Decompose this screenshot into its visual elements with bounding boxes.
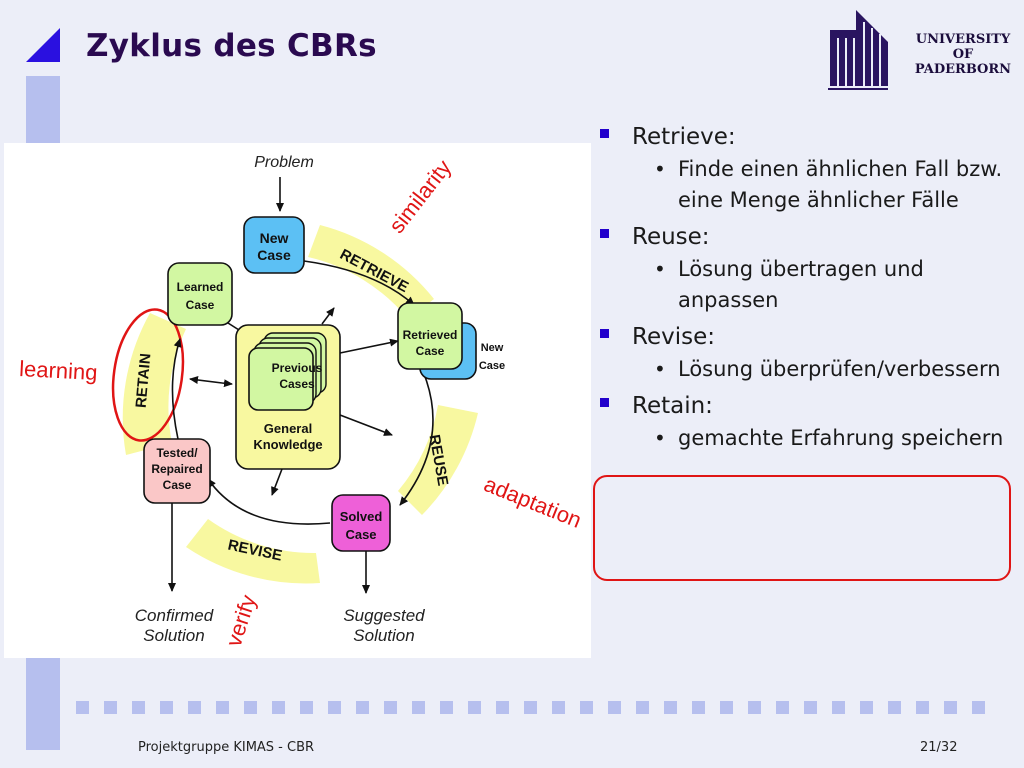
sub-bullet-text: gemachte Erfahrung speichern xyxy=(678,426,1004,450)
bullet-heading: Revise: xyxy=(632,324,715,350)
sub-bullet: • Lösung überprüfen/verbessern xyxy=(632,354,1016,385)
bullet-heading: Retain: xyxy=(632,393,713,419)
confirmed-solution-line-1: Confirmed xyxy=(135,606,214,625)
tested-repaired-case-node: Tested/ Repaired Case xyxy=(143,438,211,504)
retain-label: RETAIN xyxy=(133,353,155,409)
retain-highlight-ellipse xyxy=(111,308,185,442)
university-emblem-icon xyxy=(828,10,888,90)
retain-band xyxy=(122,313,186,455)
dot-bullet-icon: • xyxy=(654,357,666,381)
solved-case-line-2: Case xyxy=(345,527,376,542)
university-logo: UNIVERSITY OF PADERBORN xyxy=(826,8,1022,90)
bullet-revise: Revise: • Lösung überprüfen/verbessern xyxy=(596,320,1016,385)
dot-bullet-icon: • xyxy=(654,257,666,281)
bullet-reuse: Reuse: • Lösung übertragen und anpassen xyxy=(596,220,1016,316)
bullet-retain: Retain: • gemachte Erfahrung speichern xyxy=(596,389,1016,454)
solved-case-line-1: Solved xyxy=(340,509,383,524)
tested-case-line-2: Repaired xyxy=(151,462,202,476)
previous-cases-line-2: Cases xyxy=(279,377,315,391)
logo-line-3: PADERBORN xyxy=(914,62,1012,77)
logo-line-1: UNIVERSITY xyxy=(915,32,1011,47)
confirmed-solution-line-2: Solution xyxy=(143,626,204,645)
general-knowledge-line-2: Knowledge xyxy=(253,437,322,452)
flow-arrows xyxy=(168,177,434,594)
bullet-heading: Retrieve: xyxy=(632,124,736,150)
dot-bullet-icon: • xyxy=(654,426,666,450)
general-knowledge-node: Previous Cases General Knowledge xyxy=(235,324,341,470)
bullet-heading: Reuse: xyxy=(632,224,710,250)
learned-case-node: Learned Case xyxy=(167,262,233,326)
verify-annotation: verify xyxy=(221,592,261,650)
dot-bullet-icon: • xyxy=(654,157,666,181)
sub-list: • Finde einen ähnlichen Fall bzw. eine Me… xyxy=(632,154,1016,216)
suggested-solution-line-2: Solution xyxy=(353,626,414,645)
sub-bullet: • Finde einen ähnlichen Fall bzw. eine Me… xyxy=(632,154,1016,216)
phase-bands xyxy=(122,225,478,584)
new-case-node: New Case xyxy=(243,216,305,274)
new-case-line-2: Case xyxy=(257,247,291,263)
new-case-small-line-2: Case xyxy=(479,360,505,372)
sub-bullet-text: Finde einen ähnlichen Fall bzw. eine Men… xyxy=(678,157,1003,212)
university-name: UNIVERSITY OF PADERBORN xyxy=(906,32,1020,77)
similarity-annotation: similarity xyxy=(384,155,456,238)
sub-list: • Lösung überprüfen/verbessern xyxy=(632,354,1016,385)
tested-case-line-3: Case xyxy=(163,478,192,492)
general-knowledge-line-1: General xyxy=(264,421,312,436)
dotted-divider xyxy=(76,701,985,714)
footer-page-number: 21/32 xyxy=(920,740,958,755)
new-case-line-1: New xyxy=(260,230,289,246)
adaptation-annotation: adaptation xyxy=(480,471,585,533)
square-bullet-icon xyxy=(600,229,609,238)
revise-band xyxy=(186,519,320,584)
suggested-solution-line-1: Suggested xyxy=(343,606,425,625)
sub-list: • gemachte Erfahrung speichern xyxy=(632,423,1016,454)
corner-triangle-icon xyxy=(26,28,60,62)
sub-bullet-text: Lösung überprüfen/verbessern xyxy=(678,357,1001,381)
sub-bullet: • Lösung übertragen und anpassen xyxy=(632,254,1016,316)
solved-case-node: Solved Case xyxy=(331,494,391,552)
square-bullet-icon xyxy=(600,129,609,138)
learned-case-line-1: Learned xyxy=(177,280,224,294)
new-case-small-line-1: New xyxy=(481,342,504,354)
sub-bullet: • gemachte Erfahrung speichern xyxy=(632,423,1016,454)
retrieved-case-line-2: Case xyxy=(416,344,445,358)
sub-bullet-text: Lösung übertragen und anpassen xyxy=(678,257,924,312)
square-bullet-icon xyxy=(600,329,609,338)
learning-annotation: learning xyxy=(19,356,98,385)
previous-cases-line-1: Previous xyxy=(272,361,323,375)
retrieved-case-node: New Case Retrieved Case xyxy=(397,302,505,380)
tested-case-line-1: Tested/ xyxy=(156,446,198,460)
bullet-list: Retrieve: • Finde einen ähnlichen Fall bz… xyxy=(596,120,1016,458)
slide-title: Zyklus des CBRs xyxy=(86,28,377,64)
reuse-band xyxy=(398,405,478,515)
learned-case-line-2: Case xyxy=(186,298,215,312)
problem-label: Problem xyxy=(254,154,314,171)
logo-line-2: OF xyxy=(952,47,974,62)
cbr-cycle-diagram: RETRIEVE REUSE REVISE RETAIN similarity … xyxy=(4,143,591,658)
sub-list: • Lösung übertragen und anpassen xyxy=(632,254,1016,316)
square-bullet-icon xyxy=(600,398,609,407)
retain-highlight-box xyxy=(593,475,1011,581)
footer-project: Projektgruppe KIMAS - CBR xyxy=(138,740,315,755)
retrieved-case-line-1: Retrieved xyxy=(403,328,458,342)
bullet-retrieve: Retrieve: • Finde einen ähnlichen Fall bz… xyxy=(596,120,1016,216)
